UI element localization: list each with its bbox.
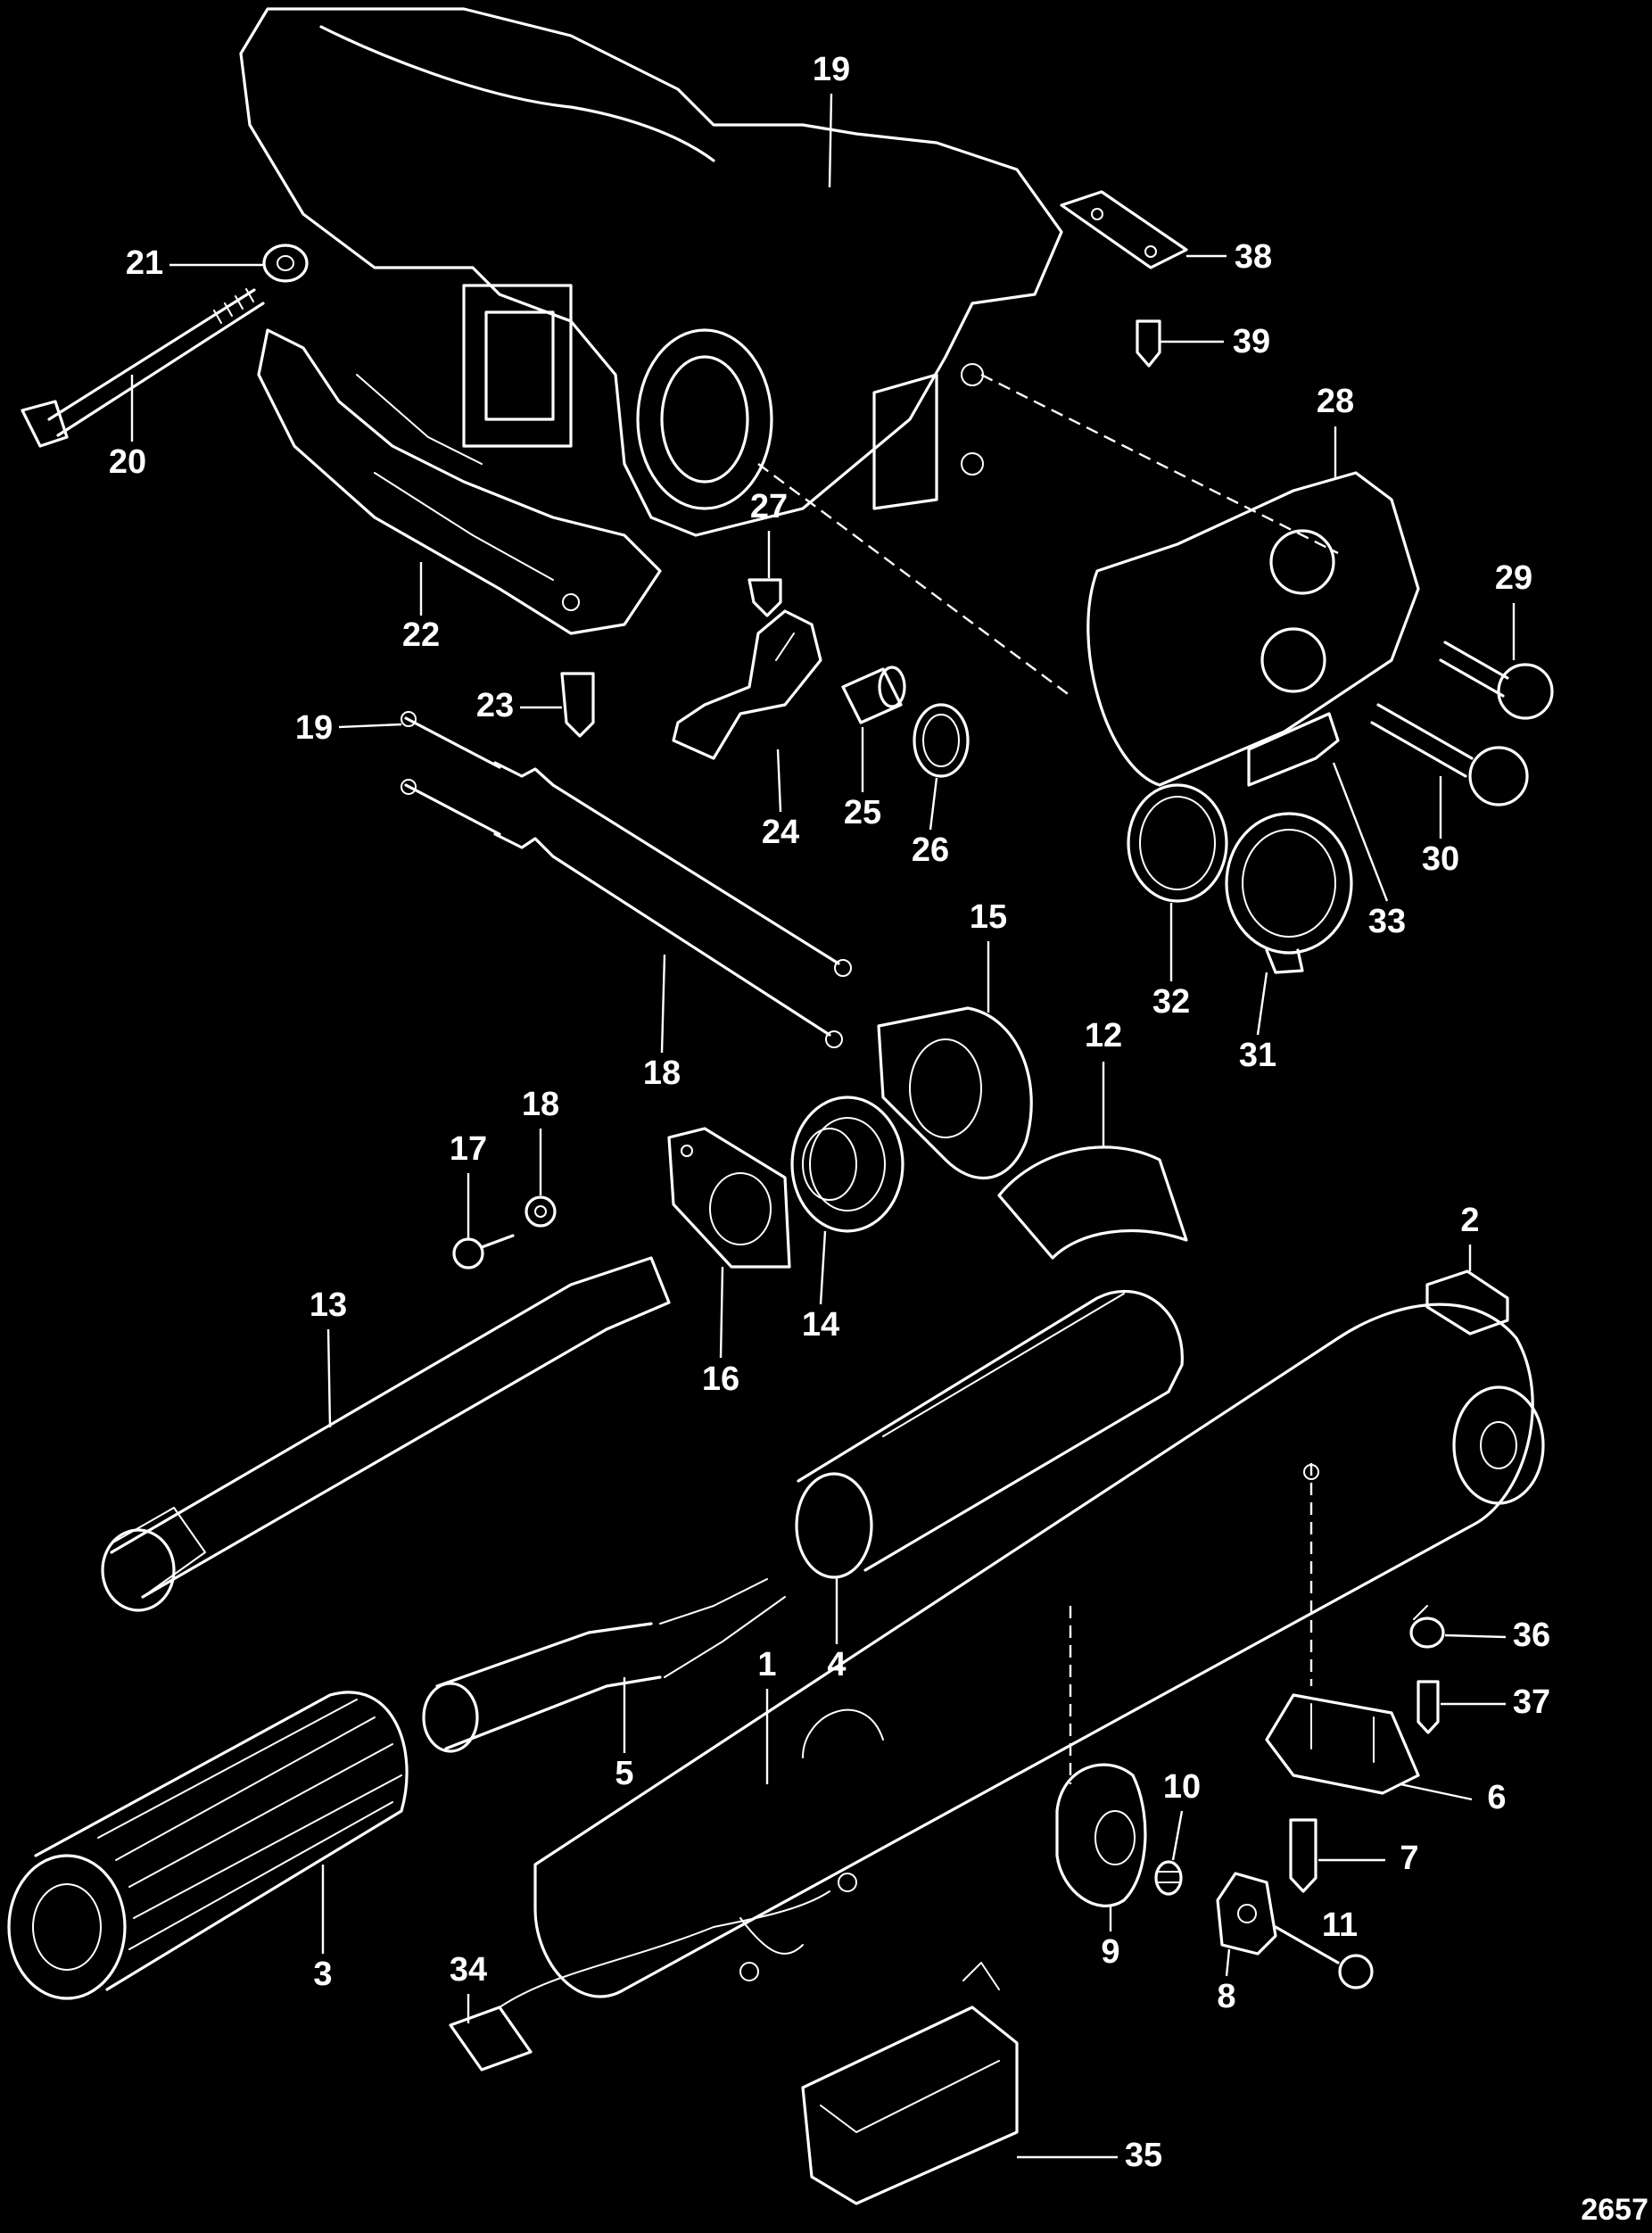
callout-33: 32 (1152, 983, 1190, 1021)
part-26-sleeve (841, 666, 906, 724)
part-10-spring (1154, 1860, 1183, 1896)
part-18-washer (525, 1195, 557, 1228)
callout-39: 38 (1235, 238, 1272, 276)
part-8-clamp (1216, 1872, 1277, 1956)
part-34-shim (1247, 712, 1340, 787)
part-20-mounting-bracket (239, 7, 1063, 537)
part-27-clip-ring (913, 703, 970, 778)
callout-12: 12 (1085, 1017, 1122, 1054)
leader-27 (929, 777, 938, 831)
callout-38: 37 (1513, 1683, 1550, 1721)
callout-21: 20 (109, 443, 146, 481)
part-32-split-bushing (1225, 812, 1353, 974)
part-31-bolt (1370, 703, 1529, 806)
part-14-drum (790, 1096, 904, 1233)
callout-4: 4 (827, 1646, 846, 1683)
part-28-cap-screw (748, 578, 782, 617)
callout-15: 15 (970, 898, 1007, 936)
part-39-plate (1060, 190, 1188, 269)
leader-16 (719, 1266, 724, 1359)
part-30-bolt (1439, 641, 1554, 720)
callout-7: 7 (1400, 1840, 1418, 1877)
part-40-screw (1136, 319, 1161, 368)
part-9-knob (1055, 1763, 1147, 1907)
callout-31: 30 (1422, 840, 1459, 878)
callout-27: 26 (912, 831, 949, 869)
leader-37 (1444, 1633, 1507, 1639)
callout-25: 24 (762, 814, 799, 851)
callout-10: 10 (1163, 1768, 1201, 1806)
part-36-switch-housing (801, 1962, 1019, 2205)
callout-9: 9 (1101, 1933, 1119, 1971)
callout-5: 5 (615, 1755, 633, 1792)
part-16-flange-plate (667, 1127, 791, 1269)
callout-26: 25 (844, 794, 881, 831)
leader-10 (1171, 1810, 1184, 1861)
callout-19-bottom: 18 (643, 1054, 681, 1092)
leader-32 (1256, 972, 1268, 1036)
leader-19-top (338, 723, 402, 729)
callout-14: 14 (802, 1306, 839, 1344)
part-6-bracket-base (1265, 1693, 1420, 1795)
part-12-half-sleeve (997, 1145, 1188, 1260)
leader-20 (828, 93, 833, 188)
part-17-screw (452, 1234, 515, 1270)
leader-8 (1225, 1948, 1231, 1977)
callout-3: 3 (313, 1956, 332, 1993)
part-25-bracket (672, 609, 822, 760)
part-1-tiller-arm (533, 1303, 1545, 1998)
callout-11: 11 (1322, 1906, 1358, 1944)
part-13-shaft (101, 1256, 671, 1612)
callout-35: 34 (450, 1951, 487, 1989)
part-19-cables (401, 711, 852, 1048)
part-33-o-ring (1127, 783, 1228, 903)
callout-32: 31 (1239, 1037, 1276, 1074)
leader-13 (326, 1328, 332, 1428)
leader-19-bottom (660, 954, 666, 1054)
callout-2: 2 (1460, 1202, 1479, 1239)
part-4-sleeve-tube (795, 1289, 1184, 1579)
callout-30: 29 (1495, 559, 1532, 597)
callout-17: 17 (450, 1130, 487, 1168)
part-3-grip (7, 1691, 409, 2000)
callout-40: 39 (1233, 323, 1270, 360)
figure-id: 2657 (1581, 2193, 1648, 2227)
callout-6: 6 (1487, 1779, 1506, 1816)
leader-6 (1400, 1782, 1473, 1801)
callout-23: 22 (402, 616, 440, 654)
callout-18: 18 (522, 1086, 559, 1123)
alignment-lines (757, 373, 1339, 1784)
callout-13: 13 (310, 1286, 347, 1324)
leader-25 (776, 748, 782, 813)
part-35-wiring-harness (449, 1873, 857, 2072)
part-29-clamp-plate (1086, 471, 1420, 787)
callout-29: 28 (1317, 383, 1354, 420)
part-24-screw (560, 672, 595, 738)
part-2-clip (1425, 1270, 1509, 1336)
callout-36: 35 (1125, 2137, 1162, 2174)
callout-37: 36 (1513, 1617, 1550, 1654)
callout-20: 19 (813, 51, 850, 88)
part-11-screw (1274, 1925, 1374, 1989)
callout-19-top: 19 (295, 709, 333, 747)
callout-22: 21 (126, 244, 163, 282)
part-21-long-bolt (21, 288, 265, 448)
callout-28: 27 (750, 488, 788, 525)
callout-34: 33 (1368, 903, 1406, 940)
callout-8: 8 (1217, 1978, 1235, 2015)
part-23-side-plate (257, 328, 662, 635)
part-7-screw (1289, 1818, 1317, 1893)
callout-16: 16 (702, 1360, 739, 1398)
callout-1: 1 (757, 1646, 776, 1683)
leader-34 (1332, 762, 1389, 902)
callout-24: 23 (476, 687, 514, 724)
part-15-housing-cover (877, 1006, 1033, 1180)
part-38-screw (1417, 1680, 1440, 1734)
part-37-clip (1409, 1605, 1445, 1649)
part-5-shaft-connector (422, 1578, 786, 1753)
part-22-washer (262, 244, 309, 283)
leader-14 (819, 1230, 827, 1305)
